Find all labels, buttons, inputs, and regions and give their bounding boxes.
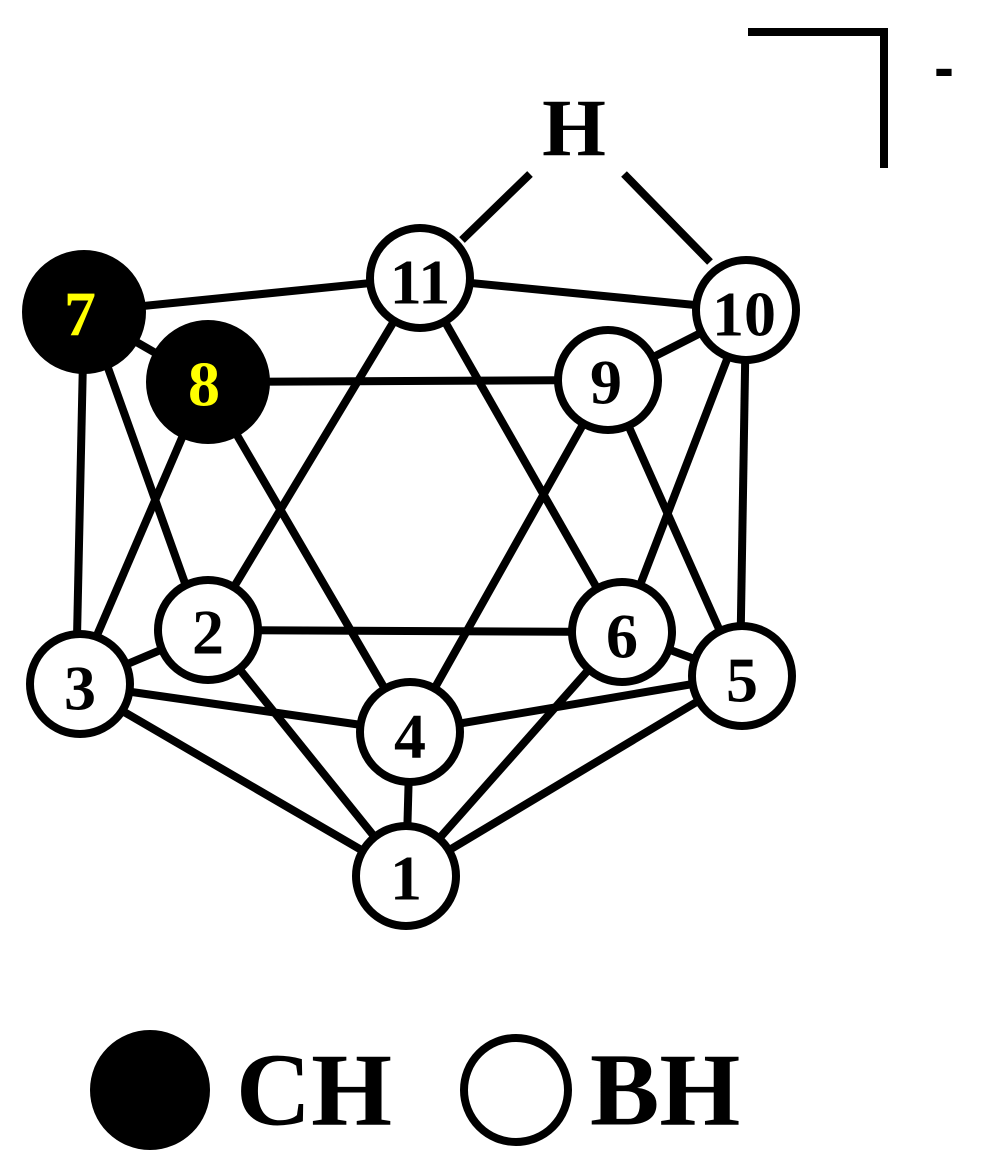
node-9: 9 [554,326,662,434]
node-label: 11 [390,247,450,318]
legend-boron-label: BH [590,1033,740,1148]
bond-8-9 [205,376,609,386]
bond-10-6 [618,308,750,634]
bond-11-2 [204,275,424,633]
node-label-carbon: 7 [64,279,96,350]
bond-2-6 [207,626,623,636]
bond-9-4 [406,378,612,734]
bond-h-10 [621,171,713,265]
node-8: 8 [146,320,270,444]
bond-11-6 [416,276,626,634]
node-label: 2 [192,597,224,668]
node-label: 5 [726,645,758,716]
node-1: 1 [352,822,460,930]
charge-sign: - [934,34,954,101]
node-6: 6 [568,578,676,686]
node-4: 4 [356,678,464,786]
legend-carbon-swatch [90,1030,210,1150]
bond-h-11 [459,171,533,243]
node-11: 11 [366,224,474,332]
bond-10-5 [736,309,750,677]
node-3: 3 [26,630,134,738]
bond-5-1 [403,672,743,880]
node-7: 7 [22,250,146,374]
bond-8-4 [202,379,414,735]
node-label: 9 [590,347,622,418]
bond-11-10 [419,274,747,314]
node-2: 2 [154,576,262,684]
node-10: 10 [692,256,800,364]
bond-6-1 [403,629,625,879]
bridge-h-label: H [542,83,606,174]
node-label: 6 [606,601,638,672]
node-label: 10 [712,279,776,350]
node-label: 3 [64,653,96,724]
charge-bracket [748,28,888,168]
bond-7-3 [72,311,88,685]
bond-3-1 [73,680,409,880]
node-label: 1 [390,843,422,914]
node-5: 5 [688,622,796,730]
bond-9-5 [604,378,744,678]
legend: CH BH [90,1030,740,1150]
node-label-carbon: 8 [188,349,220,420]
bond-4-5 [409,672,741,736]
legend-boron-swatch [460,1034,572,1146]
legend-carbon-label: CH [236,1033,392,1148]
node-label: 4 [394,701,426,772]
